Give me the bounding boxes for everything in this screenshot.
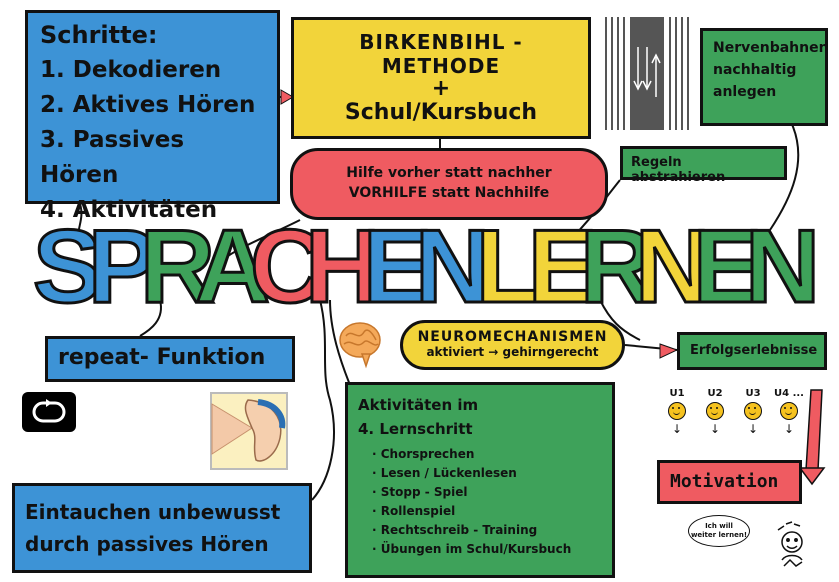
bubble-line: Ich will	[705, 522, 733, 530]
activities-box: Aktivitäten im 4. Lernschritt Chorsprech…	[345, 382, 615, 578]
birkenbihl-plus: +	[431, 76, 451, 101]
arrow-down-icon: ↓	[747, 422, 759, 436]
smiley-icon	[706, 402, 724, 420]
arrow-down-icon: ↓	[783, 422, 795, 436]
neuromechanismen-box: NEUROMECHANISMEN aktiviert → gehirngerec…	[400, 320, 625, 370]
step-item: 4. Aktivitäten	[40, 197, 218, 223]
smiley-icon	[780, 402, 798, 420]
list-item: Übungen im Schul/Kursbuch	[372, 540, 602, 559]
neuro-title: NEUROMECHANISMEN	[417, 329, 608, 345]
title-letter: R	[580, 209, 655, 325]
smiley-icon	[744, 402, 762, 420]
nerves-line: nachhaltig	[713, 62, 797, 78]
activities-list: Chorsprechen Lesen / Lückenlesen Stopp -…	[358, 445, 602, 559]
speech-bubble: Ich will weiter lernen!	[688, 515, 750, 547]
eintauchen-line: Eintauchen unbewusst	[25, 500, 281, 524]
title-letter: C	[250, 209, 325, 325]
birkenbihl-title: BIRKENBIHL - METHODE	[359, 30, 523, 78]
title-letter: L	[476, 209, 540, 325]
unit-item: U3 ↓	[736, 388, 770, 436]
unit-item: U1 ↓	[660, 388, 694, 436]
title-letter: E	[363, 209, 432, 325]
title-letter: N	[745, 209, 820, 325]
arrow-down-icon: ↓	[709, 422, 721, 436]
brain-icon	[339, 322, 381, 369]
step-item: 3. Passives Hören	[40, 127, 185, 188]
title-letter: P	[88, 209, 157, 325]
step-item: 1. Dekodieren	[40, 57, 222, 83]
title-letter: N	[415, 209, 490, 325]
eintauchen-line: durch passives Hören	[25, 532, 269, 556]
hilfe-line: Hilfe vorher statt nachher	[346, 165, 552, 181]
hilfe-line: VORHILFE statt Nachhilfe	[348, 185, 550, 201]
list-item: Stopp - Spiel	[372, 483, 602, 502]
nerve-pathways-icon	[598, 17, 696, 130]
motivation-box: Motivation	[657, 460, 802, 504]
title-letter: H	[305, 209, 380, 325]
arrow-down-icon: ↓	[671, 422, 683, 436]
list-item: Rechtschreib - Training	[372, 521, 602, 540]
erfolgserlebnisse-box: Erfolgserlebnisse	[677, 332, 827, 370]
title-letter: A	[195, 209, 270, 325]
title-letter: E	[528, 209, 597, 325]
unit-item: U4 ... ↓	[772, 388, 806, 436]
step-item: 2. Aktives Hören	[40, 92, 256, 118]
regeln-box: Regeln abstrahieren	[620, 146, 787, 185]
repeat-icon	[22, 392, 76, 432]
neuro-subtitle: aktiviert → gehirngerecht	[426, 345, 599, 359]
title-letter: R	[140, 209, 215, 325]
unit-label: U3	[745, 388, 761, 399]
steps-box: Schritte: 1. Dekodieren 2. Aktives Hören…	[25, 10, 280, 223]
nerves-box: Nervenbahnen nachhaltig anlegen	[700, 28, 829, 126]
unit-label: U1	[669, 388, 685, 399]
ear-image	[210, 392, 288, 470]
title-letter: E	[693, 209, 762, 325]
student-figure-icon	[777, 521, 803, 567]
nerves-line: anlegen	[713, 84, 777, 100]
unit-label: U4 ...	[774, 388, 804, 399]
title-letter: N	[635, 209, 710, 325]
title-letter: S	[33, 209, 102, 325]
list-item: Chorsprechen	[372, 445, 602, 464]
activities-heading: Aktivitäten im	[358, 396, 479, 414]
unit-item: U2 ↓	[698, 388, 732, 436]
units-row: U1 ↓ U2 ↓ U3 ↓ U4 ... ↓	[660, 388, 820, 448]
unit-label: U2	[707, 388, 723, 399]
bubble-line: weiter lernen!	[690, 531, 748, 539]
birkenbihl-box: BIRKENBIHL - METHODE + Schul/Kursbuch	[291, 17, 591, 139]
list-item: Lesen / Lückenlesen	[372, 464, 602, 483]
eintauchen-box: Eintauchen unbewusst durch passives Höre…	[12, 483, 312, 573]
hilfe-cloud: Hilfe vorher statt nachher VORHILFE stat…	[290, 148, 608, 220]
smiley-icon	[668, 402, 686, 420]
activities-subheading: 4. Lernschritt	[358, 420, 473, 438]
nerves-line: Nervenbahnen	[713, 40, 829, 56]
steps-title: Schritte:	[40, 21, 158, 49]
repeat-box: repeat- Funktion	[45, 336, 295, 382]
list-item: Rollenspiel	[372, 502, 602, 521]
birkenbihl-schulbuch: Schul/Kursbuch	[344, 100, 538, 125]
